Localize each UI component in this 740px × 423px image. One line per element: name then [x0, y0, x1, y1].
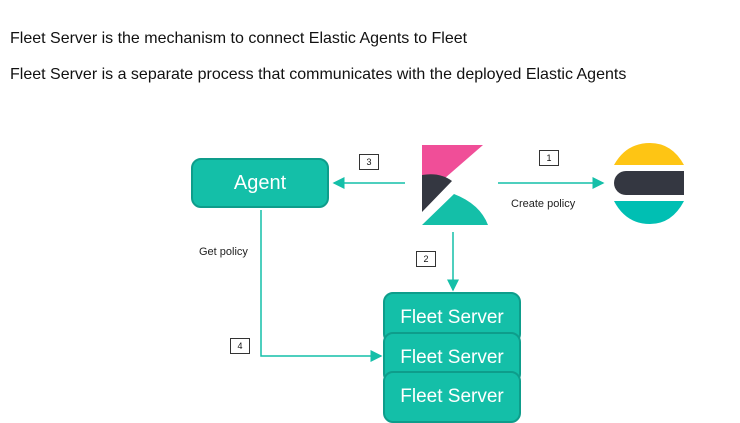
agent-node: Agent — [191, 158, 329, 208]
fleet-server-node-3: Fleet Server — [383, 371, 521, 423]
intro-line-1: Fleet Server is the mechanism to connect… — [10, 30, 468, 47]
step-badge-2: 2 — [416, 251, 436, 267]
kibana-logo-icon — [422, 145, 488, 225]
diagram-canvas — [260, 143, 684, 362]
get-policy-label: Get policy — [199, 246, 248, 258]
connector-agent-to-fleet-server — [260, 210, 383, 362]
step-badge-4: 4 — [230, 338, 250, 354]
step-badge-3: 3 — [359, 154, 379, 170]
intro-line-2: Fleet Server is a separate process that … — [10, 66, 627, 83]
create-policy-label: Create policy — [511, 198, 576, 210]
elasticsearch-logo-icon — [614, 143, 684, 224]
step-badge-1: 1 — [539, 150, 559, 166]
